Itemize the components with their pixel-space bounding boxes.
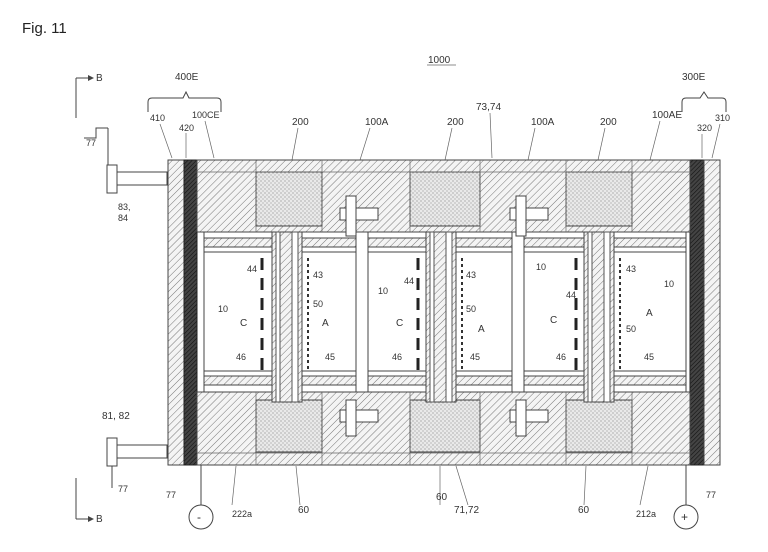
svg-text:A: A xyxy=(478,324,485,335)
assembly-ref: 1000 xyxy=(428,55,451,66)
svg-text:200: 200 xyxy=(600,117,617,128)
svg-text:43: 43 xyxy=(313,270,323,280)
svg-text:400E: 400E xyxy=(175,72,199,83)
brace-400E: 400E xyxy=(148,72,221,112)
gasket-bottom-2 xyxy=(410,400,480,452)
gasket-top-2 xyxy=(410,172,480,226)
svg-text:212a: 212a xyxy=(636,509,656,519)
svg-text:B: B xyxy=(96,514,103,525)
svg-text:50: 50 xyxy=(626,324,636,334)
svg-text:71,72: 71,72 xyxy=(454,505,479,516)
svg-text:10: 10 xyxy=(218,304,228,314)
svg-text:410: 410 xyxy=(150,113,165,123)
svg-text:43: 43 xyxy=(626,264,636,274)
end-plate-right-inner xyxy=(690,160,704,465)
svg-text:45: 45 xyxy=(644,352,654,362)
svg-text:60: 60 xyxy=(436,492,448,503)
gasket-top-3 xyxy=(566,172,632,226)
svg-text:45: 45 xyxy=(470,352,480,362)
svg-text:100A: 100A xyxy=(531,117,555,128)
svg-text:222a: 222a xyxy=(232,509,252,519)
svg-text:44: 44 xyxy=(404,276,414,286)
svg-text:50: 50 xyxy=(466,304,476,314)
svg-text:A: A xyxy=(646,308,653,319)
figure-label: Fig. 11 xyxy=(22,20,67,37)
svg-text:10: 10 xyxy=(664,279,674,289)
section-marker-bottom: B xyxy=(76,478,103,525)
svg-text:200: 200 xyxy=(447,117,464,128)
svg-text:81, 82: 81, 82 xyxy=(102,411,130,422)
svg-text:C: C xyxy=(396,318,403,329)
positive-terminal: + xyxy=(674,465,698,529)
svg-text:44: 44 xyxy=(247,264,257,274)
svg-text:B: B xyxy=(96,73,103,84)
top-labels: 410 420 100CE 200 100A 200 73,74 100A 20… xyxy=(150,102,730,160)
svg-text:100A: 100A xyxy=(365,117,389,128)
brace-300E: 300E xyxy=(682,72,726,112)
svg-text:73,74: 73,74 xyxy=(476,102,501,113)
svg-text:60: 60 xyxy=(578,505,590,516)
svg-text:10: 10 xyxy=(378,286,388,296)
svg-text:77: 77 xyxy=(706,490,716,500)
svg-text:200: 200 xyxy=(292,117,309,128)
svg-text:84: 84 xyxy=(118,213,128,223)
svg-text:420: 420 xyxy=(179,123,194,133)
section-marker-top: B xyxy=(76,73,103,118)
svg-text:C: C xyxy=(550,315,557,326)
gasket-top-1 xyxy=(256,172,322,226)
gasket-bottom-1 xyxy=(256,400,322,452)
svg-text:77: 77 xyxy=(166,490,176,500)
svg-text:100AE: 100AE xyxy=(652,110,682,121)
end-plate-right-outer xyxy=(704,160,720,465)
gasket-bottom-3 xyxy=(566,400,632,452)
bottom-labels: 222a 60 60 71,72 60 212a xyxy=(232,466,656,519)
svg-text:43: 43 xyxy=(466,270,476,280)
svg-text:10: 10 xyxy=(536,262,546,272)
top-left-pipe: 77 83, 84 xyxy=(84,128,167,223)
svg-text:100CE: 100CE xyxy=(192,110,220,120)
svg-text:310: 310 xyxy=(715,113,730,123)
end-plate-left-outer xyxy=(168,160,184,465)
svg-text:300E: 300E xyxy=(682,72,706,83)
svg-text:46: 46 xyxy=(392,352,402,362)
svg-text:+: + xyxy=(681,510,688,524)
svg-text:77: 77 xyxy=(86,138,96,148)
svg-text:320: 320 xyxy=(697,123,712,133)
svg-text:60: 60 xyxy=(298,505,310,516)
svg-text:46: 46 xyxy=(236,352,246,362)
end-plate-left-inner xyxy=(184,160,197,465)
svg-text:83,: 83, xyxy=(118,202,131,212)
svg-text:45: 45 xyxy=(325,352,335,362)
svg-text:46: 46 xyxy=(556,352,566,362)
svg-text:44: 44 xyxy=(566,290,576,300)
svg-text:C: C xyxy=(240,318,247,329)
svg-text:50: 50 xyxy=(313,299,323,309)
negative-terminal: - xyxy=(189,465,213,529)
svg-text:77: 77 xyxy=(118,484,128,494)
svg-text:-: - xyxy=(197,510,201,524)
stack-body xyxy=(168,160,720,465)
svg-text:A: A xyxy=(322,318,329,329)
